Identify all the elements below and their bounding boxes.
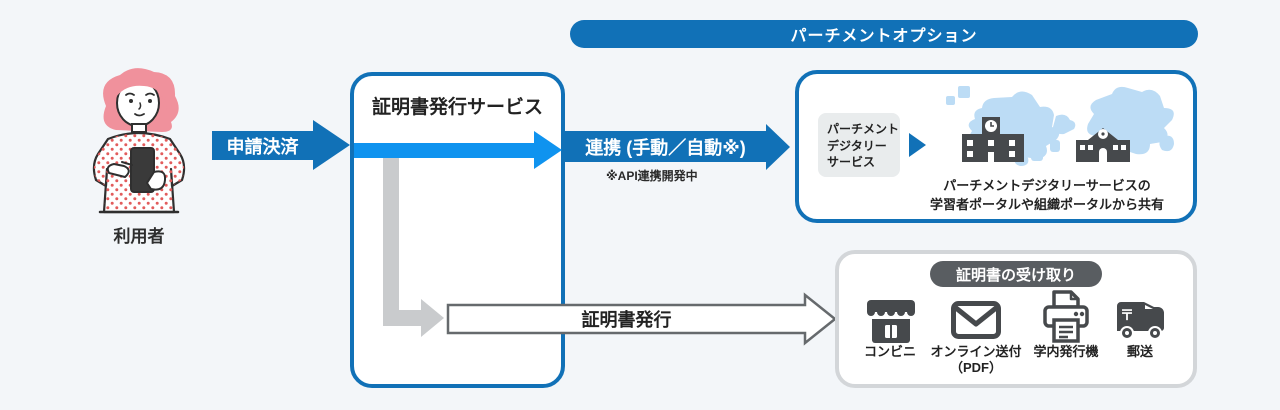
- receipt-label-line: （PDF）: [949, 360, 1002, 375]
- printer-icon: [1043, 290, 1089, 343]
- issue-flow-arrow-vertical: [383, 157, 399, 326]
- receipt-label-line: 学内発行機: [1033, 344, 1099, 359]
- passthrough-arrow-head: [534, 131, 562, 169]
- receipt-item-label-mail: 郵送: [1110, 344, 1170, 360]
- parchment-caption-line1: パーチメントデジタリーサービスの: [943, 178, 1151, 193]
- world-map-icon: [946, 86, 1174, 166]
- apply-arrow-label: 申請決済: [226, 136, 299, 157]
- issue-arrow-label: 証明書発行: [581, 310, 672, 330]
- renkei-arrow-label: 連携 (手動／自動※): [585, 137, 746, 158]
- pds-arrow-icon: [909, 133, 926, 157]
- receipt-label-line: コンビニ: [863, 344, 916, 359]
- certificate-service-title: 証明書発行サービス: [371, 97, 543, 118]
- svg-text:〒: 〒: [1120, 308, 1134, 324]
- parchment-caption-line2: 学習者ポータルや組織ポータルから共有: [929, 197, 1164, 212]
- issue-arrow: [446, 292, 838, 346]
- issue-flow-arrow-head: [421, 299, 444, 337]
- apply-arrow-body: [212, 131, 313, 160]
- renkei-arrow-head: [766, 124, 790, 170]
- renkei-arrow-body: [565, 131, 766, 162]
- renkei-api-note: ※API連携開発中: [606, 169, 698, 183]
- issue-flow-arrow-horizontal: [383, 310, 421, 326]
- receipt-label-line: オンライン送付: [930, 344, 1022, 359]
- parchment-digitary-service-chip: パーチメント デジタリー サービス: [818, 113, 900, 177]
- pds-chip-line2: デジタリー: [827, 138, 887, 153]
- convenience-store-icon: [867, 300, 915, 343]
- pds-chip-line1: パーチメント: [827, 122, 900, 136]
- passthrough-arrow-body: [354, 143, 534, 158]
- receipt-label-line: 郵送: [1126, 344, 1153, 359]
- receipt-item-label-online: オンライン送付 （PDF）: [915, 344, 1037, 376]
- user-illustration: [74, 66, 204, 214]
- person-with-smartphone-icon: [92, 68, 186, 214]
- receipt-item-label-convenience: コンビニ: [855, 344, 925, 360]
- certificate-service-box: [350, 72, 565, 388]
- user-label: 利用者: [113, 227, 165, 246]
- receipt-item-label-campus-machine: 学内発行機: [1021, 344, 1111, 360]
- apply-arrow-head: [313, 120, 350, 170]
- delivery-truck-icon: 〒: [1117, 302, 1164, 340]
- certificate-receipt-title: 証明書の受け取り: [930, 261, 1102, 287]
- envelope-icon: [951, 301, 1001, 339]
- pds-chip-line3: サービス: [827, 155, 876, 170]
- parchment-option-banner: パーチメントオプション: [570, 20, 1198, 48]
- parchment-caption: パーチメントデジタリーサービスの 学習者ポータルや組織ポータルから共有: [898, 176, 1196, 214]
